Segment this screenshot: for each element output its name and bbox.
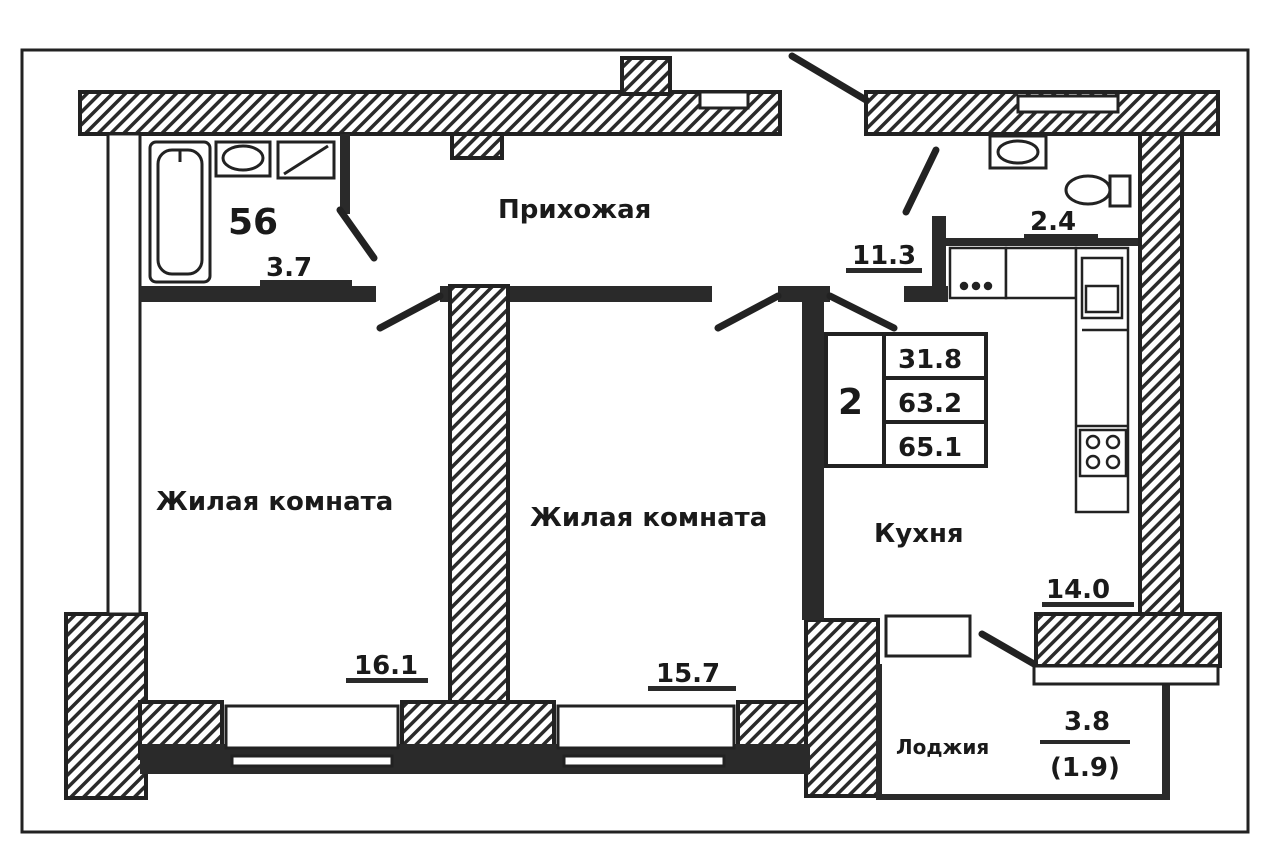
sink-icon xyxy=(214,140,272,178)
summary-total-with-loggia: 65.1 xyxy=(898,433,962,463)
summary-total-area: 63.2 xyxy=(898,389,962,419)
room-label-loggia: Лоджия xyxy=(896,735,989,759)
windows xyxy=(224,90,1220,768)
room-area-bath1: 3.7 xyxy=(266,253,312,283)
plan-frame xyxy=(20,48,1250,834)
room-area-kitchen: 14.0 xyxy=(1046,575,1110,605)
room-area-bath2: 2.4 xyxy=(1030,207,1076,237)
washer-icon xyxy=(276,140,336,180)
room-label-living1: Жилая комната xyxy=(156,487,393,517)
room-area-living2: 15.7 xyxy=(656,659,720,689)
area-underlines xyxy=(260,234,1134,691)
room-label-hall: Прихожая xyxy=(498,195,651,225)
room-area-living1: 16.1 xyxy=(354,651,418,681)
summary-table xyxy=(824,332,988,468)
summary-room-count: 2 xyxy=(838,382,863,423)
room-label-living2: Жилая комната xyxy=(530,503,767,533)
doors xyxy=(336,52,1038,668)
room-label-kitchen: Кухня xyxy=(874,519,964,549)
apartment-number: 56 xyxy=(228,202,278,243)
room-area-loggia: 3.8 xyxy=(1064,707,1110,737)
loggia-divider xyxy=(1040,740,1130,744)
interior-walls xyxy=(106,132,1170,800)
partition-wall xyxy=(448,284,510,704)
sink2-icon xyxy=(988,134,1048,170)
toilet-icon xyxy=(1064,174,1132,208)
summary-living-area: 31.8 xyxy=(898,345,962,375)
room-area-hall: 11.3 xyxy=(852,241,916,271)
bathtub-icon xyxy=(148,140,212,284)
exterior-walls xyxy=(64,56,1222,800)
room-area-loggia-reduced: (1.9) xyxy=(1050,753,1120,783)
stove-icon xyxy=(1078,428,1128,478)
